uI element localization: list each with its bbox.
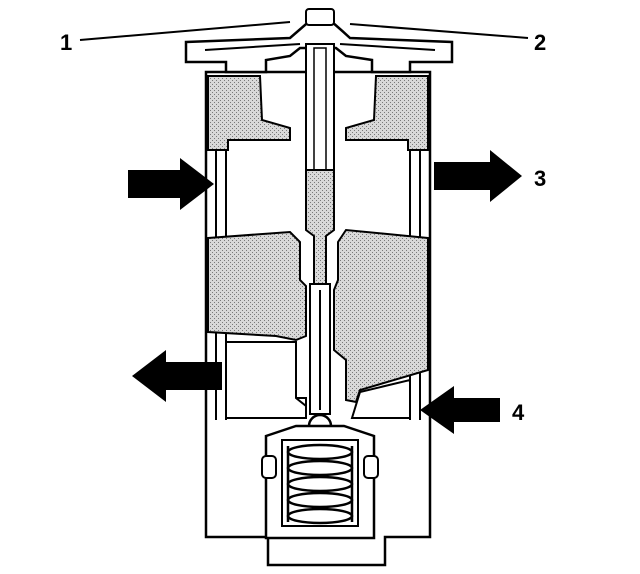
- valve-seat-block: [207, 228, 429, 413]
- callout-3: 3: [534, 166, 546, 191]
- spring-housing: [261, 424, 379, 540]
- coil-spring: [286, 443, 354, 525]
- flow-arrow-inlet-lower: [420, 386, 500, 434]
- callout-1: 1: [60, 30, 72, 55]
- flow-arrow-outlet-lower: [132, 350, 222, 402]
- callout-2: 2: [534, 30, 546, 55]
- upper-chamber-walls: [207, 75, 429, 151]
- callout-4: 4: [512, 400, 525, 425]
- flow-arrow-inlet-upper: [128, 158, 214, 210]
- leader-lines: [79, 21, 529, 41]
- diaphragm-head: [184, 8, 454, 74]
- lower-chamber-walls: [225, 341, 411, 419]
- flow-arrow-outlet-upper: [434, 150, 522, 202]
- push-rod: [305, 43, 335, 415]
